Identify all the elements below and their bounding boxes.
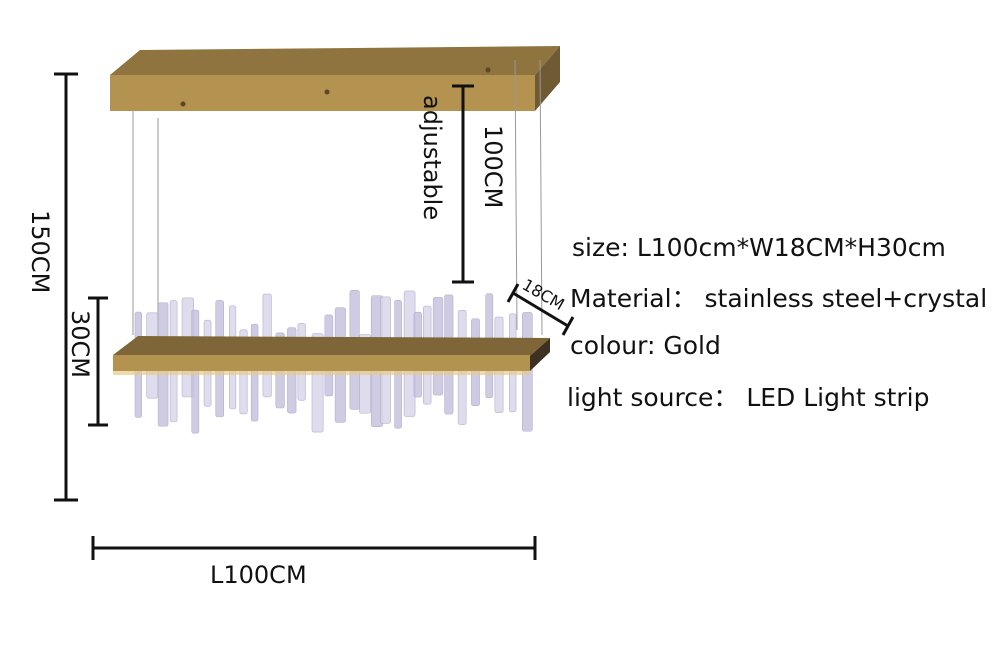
spec-size: size: L100cm*W18CM*H30cm [572,233,946,262]
ceiling-canopy [110,46,560,111]
total-height-label: 150CM [26,210,54,293]
body-height-label: 30CM [66,310,94,378]
adjustable-label: adjustable [418,95,446,220]
spec-colour: colour: Gold [570,331,721,360]
lamp-body [113,336,550,375]
adjustable-length-label: 100CM [479,125,507,208]
spec-material: Material： stainless steel+crystal [570,284,987,313]
width-label: 18CM [519,275,568,314]
dimension-lines [54,72,575,560]
spec-light-source: light source： LED Light strip [567,383,930,412]
length-label: L100CM [210,561,307,589]
